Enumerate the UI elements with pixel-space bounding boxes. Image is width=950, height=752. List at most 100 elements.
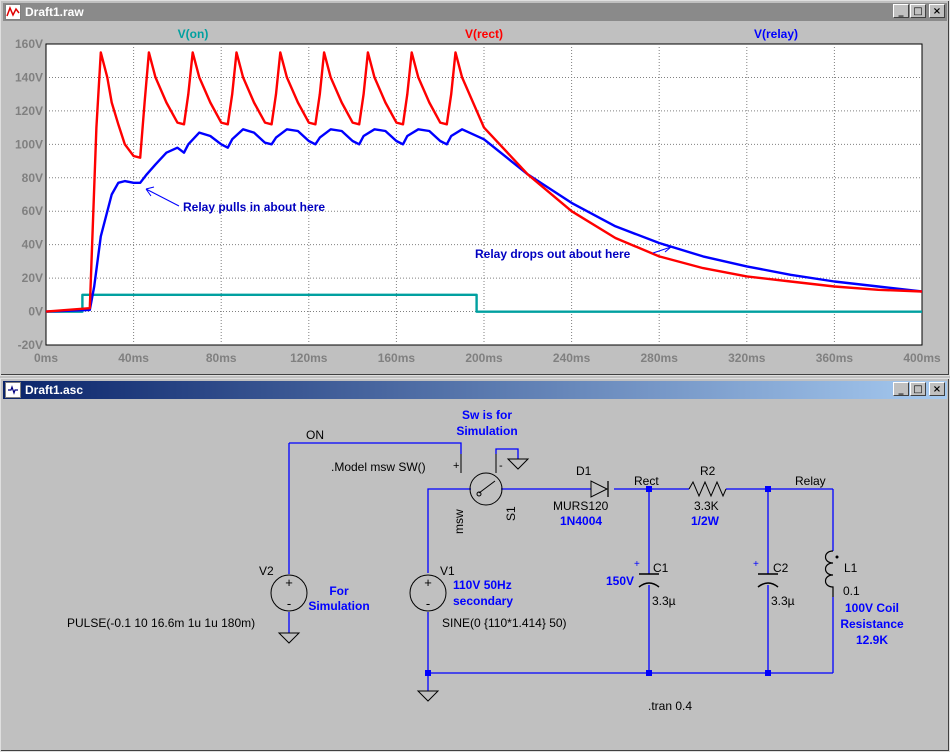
schematic-app-icon [5,382,21,398]
v1-sine-spec: SINE(0 {110*1.414} 50) [442,616,567,630]
x-axis-ticks: 0ms 40ms 80ms 120ms 160ms 200ms 240ms 280ms 320m… [34,351,941,365]
x-tick-label: 200ms [465,351,503,365]
v1-plus-sign: + [424,575,432,590]
l1-ref: L1 [844,561,858,575]
v1-ref: V1 [440,564,455,578]
x-tick-label: 240ms [553,351,591,365]
c1-value: 3.3µ [652,594,676,608]
net-label-relay: Relay [795,474,826,488]
switch-note-line2: Simulation [456,424,517,438]
v2-note-line1: For [329,584,349,598]
ground-icon [416,690,440,702]
annotation-drop-out: Relay drops out about here [475,247,631,261]
v2-minus-sign: - [287,596,291,611]
annotation-pull-in: Relay pulls in about here [183,200,325,214]
close-button[interactable]: × [929,382,945,396]
y-tick-label: 80V [22,171,43,185]
ground-icon [277,632,301,644]
y-tick-label: 60V [22,204,43,218]
schematic-titlebar[interactable]: Draft1.asc _ □ × [3,381,947,399]
c2-ref: C2 [773,561,789,575]
plot-legend: V(on) V(rect) V(relay) [178,27,798,41]
x-tick-label: 360ms [816,351,854,365]
x-tick-label: 400ms [903,351,941,365]
v1-source-symbol[interactable]: + - [409,574,447,612]
capacitor-c1-symbol[interactable]: + [634,559,660,588]
c2-value: 3.3µ [771,594,795,608]
r2-ref: R2 [700,464,716,478]
minimize-button[interactable]: _ [893,382,909,396]
d1-ref: D1 [576,464,592,478]
v1-minus-sign: - [426,596,430,611]
trace-v-on [46,293,922,313]
plot-window-title: Draft1.raw [25,5,84,19]
v2-source-symbol[interactable]: + - [270,574,308,612]
y-tick-label: 0V [28,305,43,319]
y-tick-label: 20V [22,271,43,285]
junction-dots [425,486,771,676]
diode-d1-symbol[interactable] [590,480,609,498]
minimize-button[interactable]: _ [893,4,909,18]
c2-plus-sign: + [753,559,759,570]
tran-directive: .tran 0.4 [648,699,692,713]
model-directive: .Model msw SW() [331,460,426,474]
schematic-canvas[interactable]: + - + - + - [5,401,945,747]
x-tick-label: 280ms [641,351,679,365]
switch-minus-sign: - [499,460,503,472]
d1-alt-part: 1N4004 [560,514,602,528]
x-tick-label: 120ms [290,351,328,365]
r2-value: 3.3K [694,499,719,513]
annotation-arrow-pull-in [145,186,180,207]
trace-v-relay [45,128,923,313]
plot-traces [45,51,923,313]
ground-symbols [277,458,530,702]
inductor-l1-symbol[interactable] [824,550,839,597]
l1-value: 0.1 [843,584,860,598]
switch-s1-symbol[interactable]: + - [453,454,503,506]
legend-v-on: V(on) [178,27,209,41]
x-tick-label: 80ms [206,351,237,365]
annotations: Relay pulls in about here Relay drops ou… [145,186,672,261]
v1-note-line2: secondary [453,594,513,608]
legend-v-rect: V(rect) [465,27,503,41]
x-tick-label: 0ms [34,351,58,365]
plot-titlebar[interactable]: Draft1.raw _ □ × [3,3,947,21]
maximize-button[interactable]: □ [910,4,926,18]
v2-note-line2: Simulation [308,599,369,613]
x-tick-label: 320ms [728,351,766,365]
y-tick-label: -20V [18,338,43,352]
v2-ref: V2 [259,564,274,578]
v2-plus-sign: + [285,575,293,590]
waveform-app-icon [5,4,21,20]
switch-ref: S1 [504,506,518,521]
coil-note-line2: Resistance [840,617,904,631]
switch-model: msw [452,509,466,534]
net-label-rect: Rect [634,474,659,488]
maximize-button[interactable]: □ [910,382,926,396]
coil-note-line3: 12.9K [856,633,888,647]
capacitor-c2-symbol[interactable]: + [753,559,779,588]
r2-power: 1/2W [691,514,720,528]
c1-rating: 150V [606,574,634,588]
y-tick-label: 120V [15,104,43,118]
schematic-window-title: Draft1.asc [25,383,84,397]
y-tick-label: 100V [15,137,43,151]
d1-value: MURS120 [553,499,609,513]
x-tick-label: 160ms [378,351,416,365]
y-tick-label: 160V [15,37,43,51]
annotation-arrow-drop-out [652,244,672,254]
close-button[interactable]: × [929,4,945,18]
net-label-on: ON [306,428,324,442]
switch-plus-sign: + [453,460,459,472]
resistor-r2-symbol[interactable] [688,480,727,498]
trace-v-rect [45,51,923,313]
v1-note-line1: 110V 50Hz [453,578,512,592]
schematic-window: Draft1.asc _ □ × [0,378,950,752]
y-tick-label: 140V [15,70,43,84]
legend-v-relay: V(relay) [754,27,798,41]
x-tick-label: 40ms [118,351,149,365]
coil-note-line1: 100V Coil [845,601,899,615]
